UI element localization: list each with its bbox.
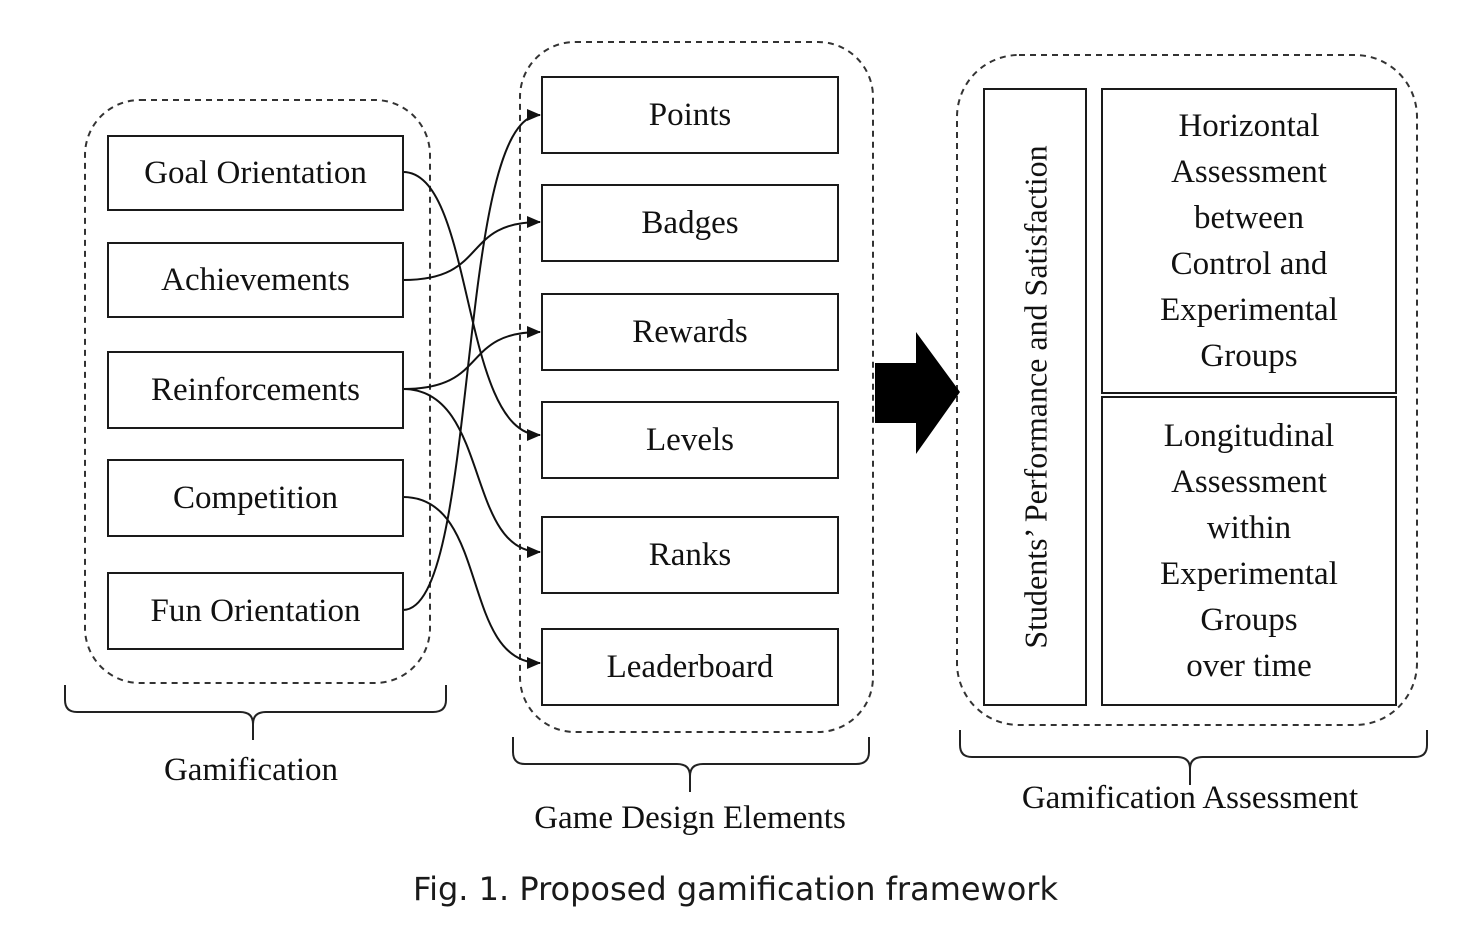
longitudinal-line-4: Experimental [1160, 556, 1338, 592]
arrow-fun-orientation-to-points [402, 109, 541, 611]
longitudinal-line-6: over time [1186, 648, 1312, 684]
arrow-reinforcements-to-ranks [402, 388, 541, 558]
longitudinal-line-1: Longitudinal [1163, 418, 1335, 454]
horizontal-line-6: Groups [1200, 338, 1298, 374]
fun-orientation-box: Fun Orientation [107, 572, 404, 650]
points-box: Points [541, 76, 839, 154]
ranks-box: Ranks [541, 516, 839, 594]
horizontal-line-2: Assessment [1171, 154, 1327, 190]
arrow-achievements-to-badges [402, 216, 541, 281]
block-arrow [875, 332, 960, 454]
performance-satisfaction-box: Students’ Performance and Satisfaction [983, 88, 1087, 706]
longitudinal-assessment-box: Longitudinal Assessment within Experimen… [1101, 396, 1397, 706]
goal-orientation-box: Goal Orientation [107, 135, 404, 211]
longitudinal-line-5: Groups [1200, 602, 1298, 638]
longitudinal-line-3: within [1206, 510, 1292, 546]
longitudinal-line-2: Assessment [1171, 464, 1327, 500]
horizontal-line-5: Experimental [1160, 292, 1338, 328]
arrow-reinforcements-to-rewards [402, 326, 541, 390]
game-design-dashed-group [519, 41, 874, 733]
game-design-brace [512, 737, 870, 792]
competition-box: Competition [107, 459, 404, 537]
game-design-group-label: Game Design Elements [534, 800, 846, 836]
figure-caption: Fig. 1. Proposed gamification framework [413, 870, 1058, 908]
achievements-box: Achievements [107, 242, 404, 318]
performance-satisfaction-label: Students’ Performance and Satisfaction [1017, 145, 1054, 649]
horizontal-line-4: Control and [1170, 246, 1328, 282]
horizontal-assessment-box: Horizontal Assessment between Control an… [1101, 88, 1397, 394]
arrow-competition-to-leaderboard [402, 496, 541, 669]
arrow-goal-orientation-to-levels [402, 171, 541, 441]
gamification-brace [64, 685, 447, 740]
gamification-group-label: Gamification [163, 752, 339, 788]
horizontal-line-1: Horizontal [1178, 108, 1320, 144]
badges-box: Badges [541, 184, 839, 262]
leaderboard-box: Leaderboard [541, 628, 839, 706]
reinforcements-box: Reinforcements [107, 351, 404, 429]
horizontal-line-3: between [1194, 200, 1304, 236]
rewards-box: Rewards [541, 293, 839, 371]
levels-box: Levels [541, 401, 839, 479]
assessment-brace [959, 730, 1428, 785]
assessment-group-label: Gamification Assessment [1021, 780, 1359, 816]
